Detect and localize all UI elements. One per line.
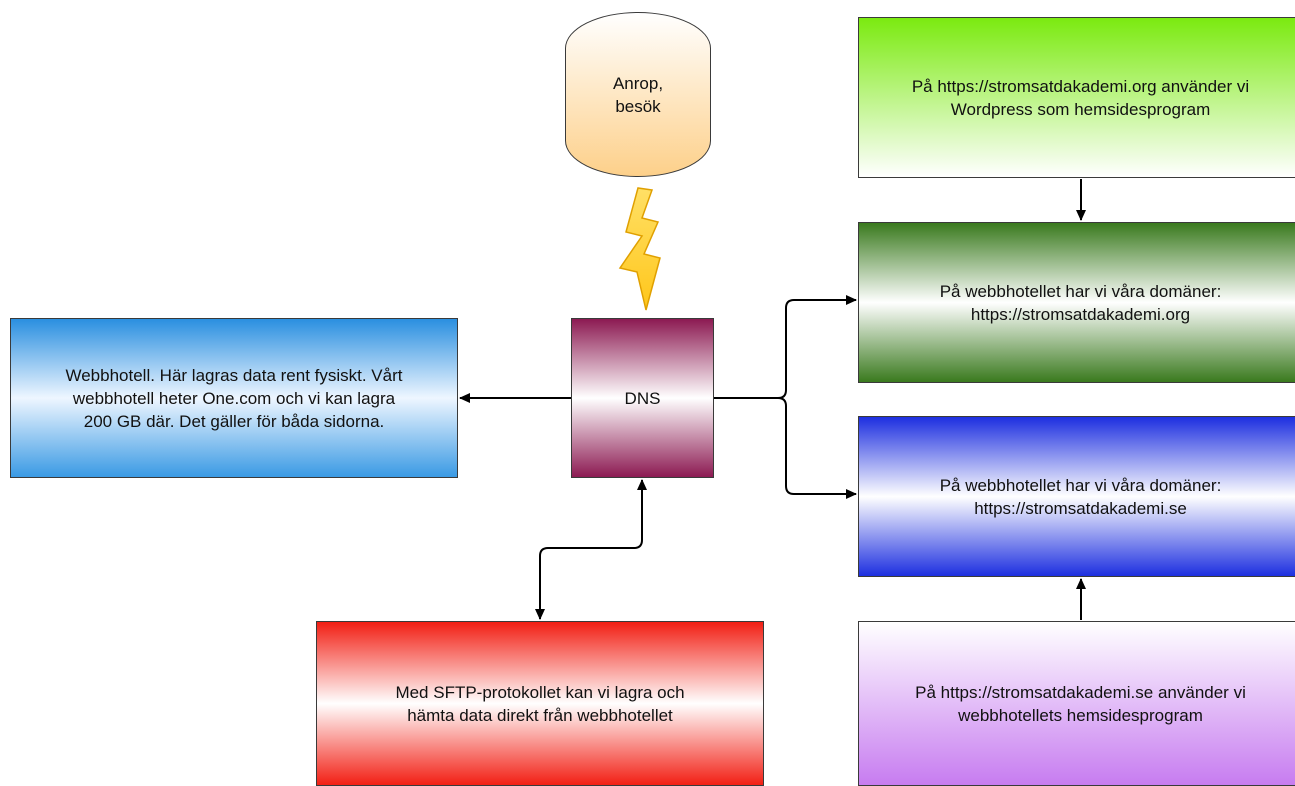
wordpress-node: På https://stromsatdakademi.org använder…: [858, 17, 1295, 178]
domain-org-node: På webbhotellet har vi våra domäner: htt…: [858, 222, 1295, 383]
edge-dns-domain-se: [777, 397, 857, 499]
edge-dns-sftp: [535, 479, 647, 620]
dns-node: DNS: [571, 318, 714, 478]
hosting-node: Webbhotell. Här lagras data rent fysiskt…: [10, 318, 458, 478]
sftp-node: Med SFTP-protokollet kan vi lagra och hä…: [316, 621, 764, 786]
se-program-node: På https://stromsatdakademi.se använder …: [858, 621, 1295, 786]
lightning-bolt-icon: [618, 187, 661, 311]
visit-node: Anrop, besök: [565, 12, 711, 177]
domain-se-node: På webbhotellet har vi våra domäner: htt…: [858, 416, 1295, 577]
edge-dns-domain-org: [714, 295, 857, 399]
